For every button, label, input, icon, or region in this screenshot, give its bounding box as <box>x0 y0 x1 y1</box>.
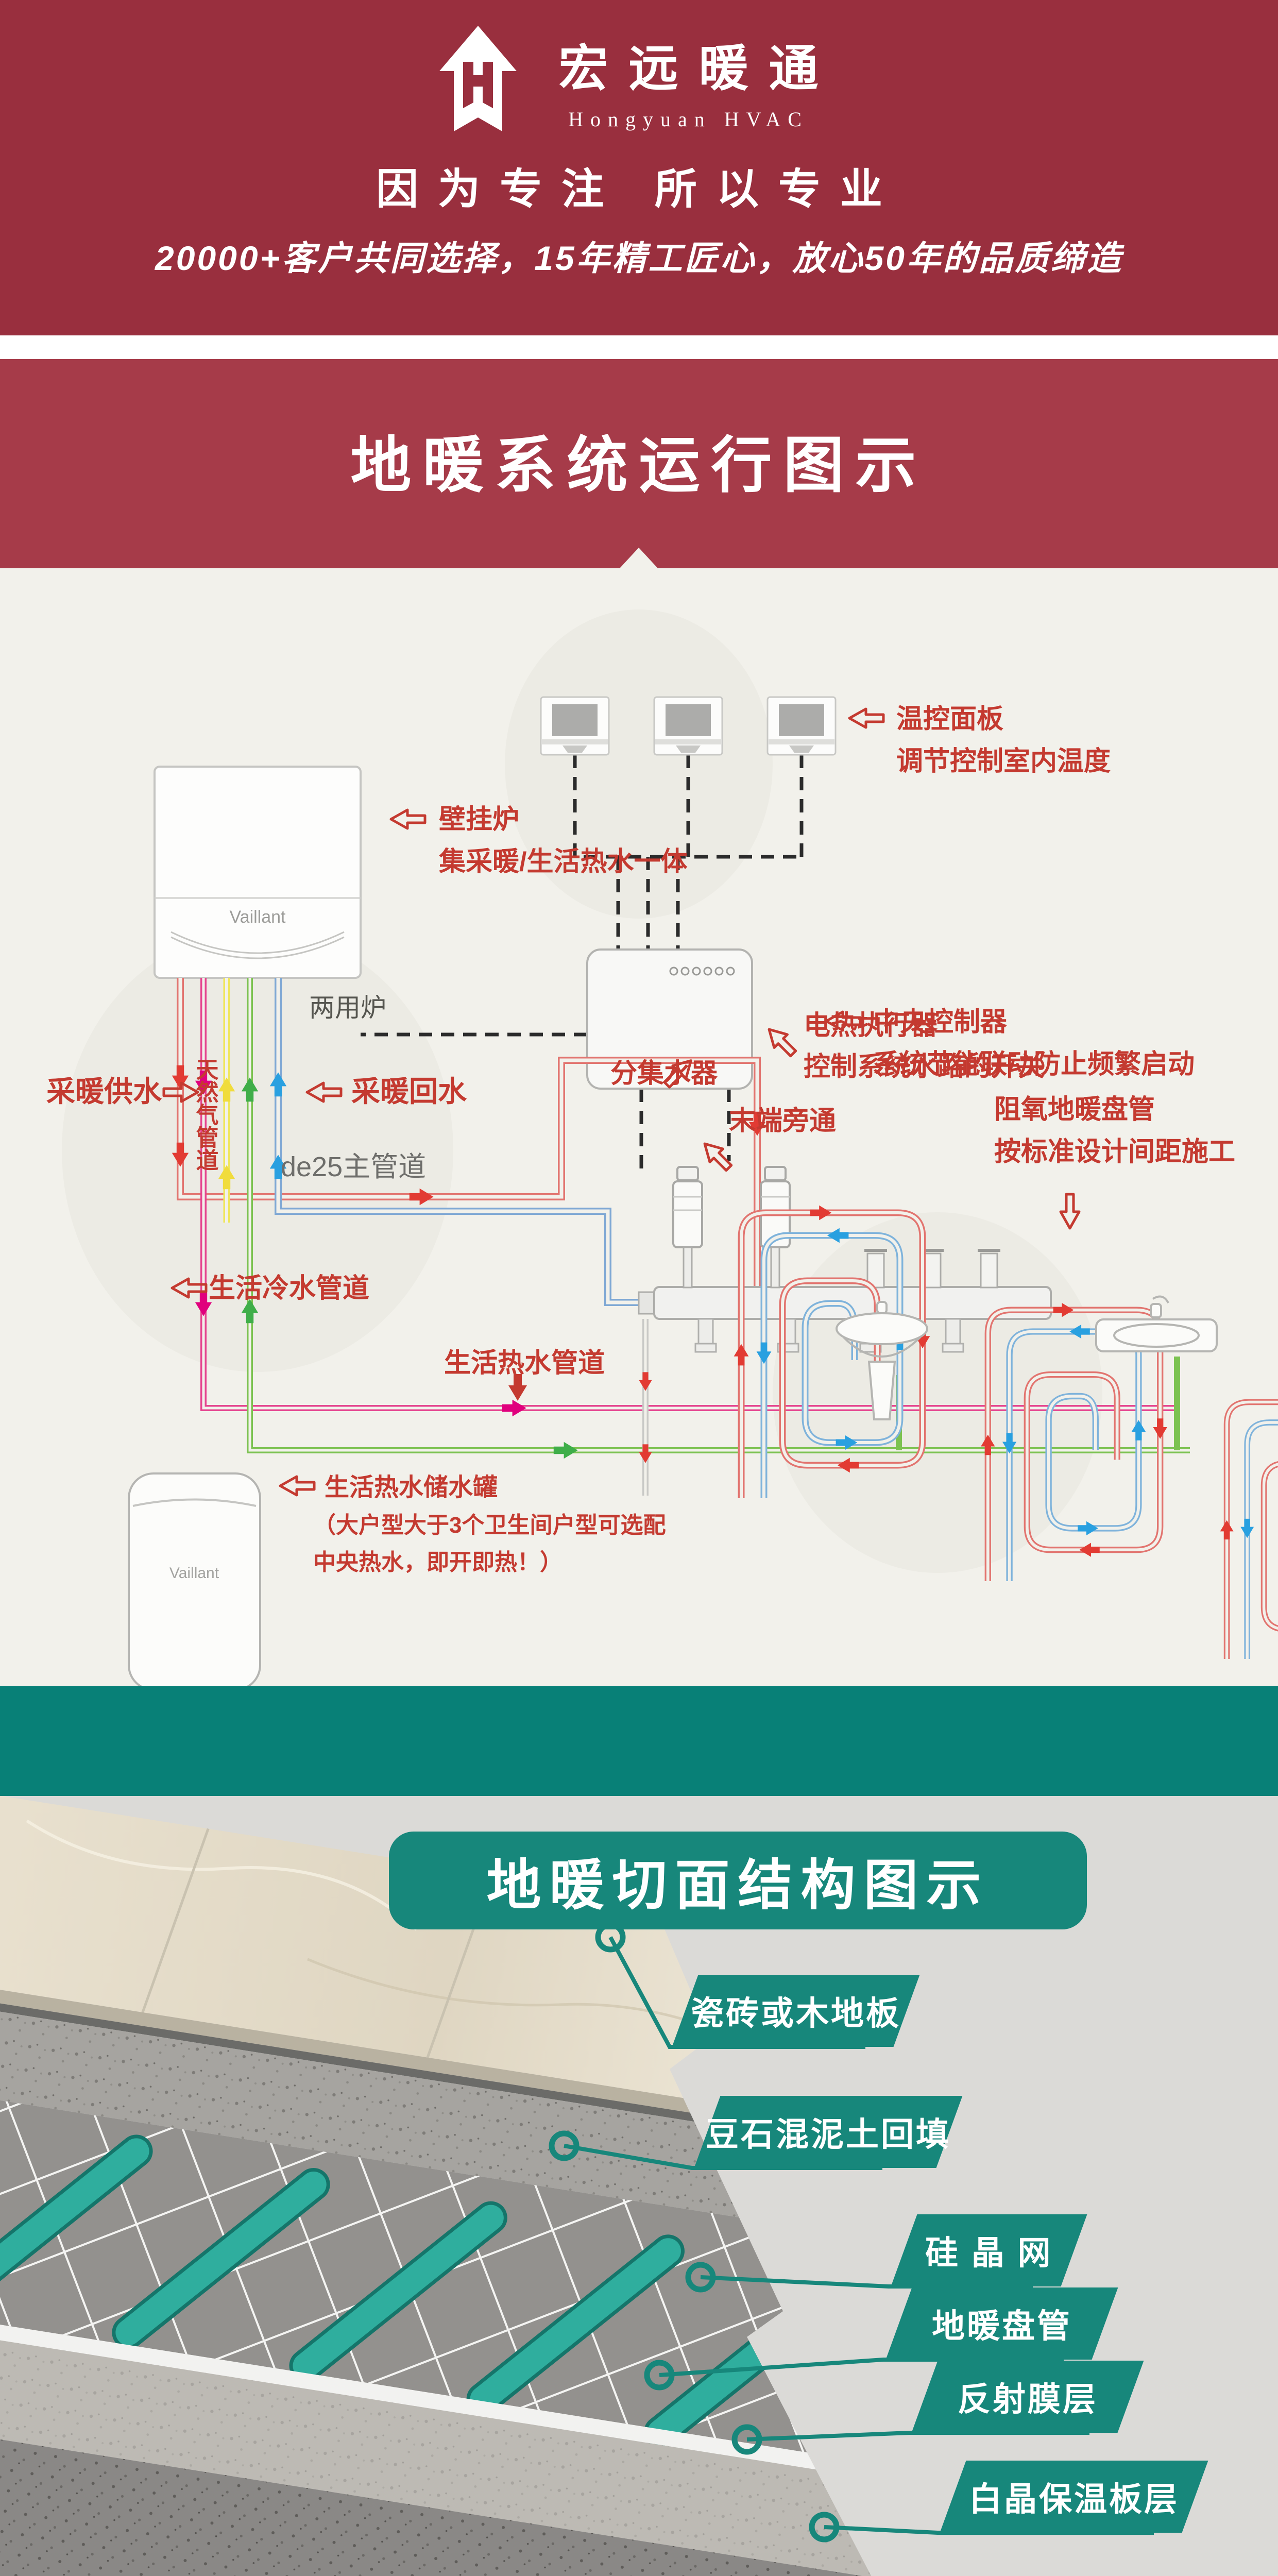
label-main-pipe: de25主管道 <box>281 1151 426 1182</box>
label-heating-return: 采暖回水 <box>351 1075 467 1108</box>
pipe-arrows <box>172 1065 766 1463</box>
label-actuator: 电热执行器 <box>804 1011 938 1041</box>
watermark-blob <box>62 929 453 1372</box>
logo: 宏远暖通 Hongyuan HVAC <box>0 21 1278 139</box>
central-controller <box>586 948 753 1090</box>
layer-label-concrete: 豆石混泥土回填 <box>694 2096 963 2168</box>
boiler-brand: Vaillant <box>230 907 286 927</box>
label-thermostat: 温控面板 <box>896 704 1003 734</box>
label-gas-pipe: 天然气管道 <box>193 1058 219 1171</box>
band-notch <box>620 548 658 568</box>
hot-water-tank: Vaillant <box>128 1472 261 1686</box>
cross-section: 地暖切面结构图示 瓷砖或木地板 豆石混泥土回填 硅 晶 网 地暖盘管 反射膜层 … <box>0 1796 1278 2576</box>
electric-wires <box>361 755 804 1174</box>
svg-text:控制系统水路的开关: 控制系统水路的开关 <box>804 1052 1045 1082</box>
leader-lines <box>564 1936 1154 2535</box>
run-diagram-band: 地暖系统运行图示 <box>0 359 1278 568</box>
layer-label-mesh: 硅 晶 网 <box>891 2214 1087 2286</box>
label-boiler: 壁挂炉 <box>439 805 519 835</box>
svg-text:调节控制室内温度: 调节控制室内温度 <box>896 747 1111 776</box>
brand-name-en: Hongyuan HVAC <box>568 108 809 131</box>
tank-brand: Vaillant <box>169 1565 219 1582</box>
svg-text:按标准设计间距施工: 按标准设计间距施工 <box>994 1137 1235 1167</box>
floor-layers-graphic <box>0 1796 1154 2576</box>
counter-sink <box>1095 1295 1218 1352</box>
svg-text:系统节能联动防止频繁启动: 系统节能联动防止频繁启动 <box>873 1049 1195 1079</box>
label-dual-boiler: 两用炉 <box>309 993 386 1022</box>
brand-name-cn: 宏远暖通 <box>558 41 839 96</box>
layer-label-insulation: 白晶保温板层 <box>940 2461 1208 2533</box>
label-controller: 中央控制器 <box>873 1007 1008 1037</box>
thermostat-panel <box>540 696 610 756</box>
white-divider <box>0 335 1278 359</box>
svg-text:集采暖/生活热水一体: 集采暖/生活热水一体 <box>438 847 687 877</box>
thermostat-panel <box>653 696 723 756</box>
label-manifold: 分集水器 <box>610 1059 718 1089</box>
label-coil: 阻氧地暖盘管 <box>994 1095 1155 1125</box>
label-heating-supply: 采暖供水 <box>46 1075 162 1108</box>
washbasin <box>836 1301 928 1420</box>
teal-divider <box>0 1686 1278 1796</box>
layer-label-coil: 地暖盘管 <box>885 2287 1118 2360</box>
wall-boiler: Vaillant <box>154 766 362 979</box>
system-diagram: Vaillant <box>46 696 1278 1686</box>
run-diagram-title: 地暖系统运行图示 <box>350 432 928 500</box>
svg-text:中央热水，即开即热！）: 中央热水，即开即热！） <box>313 1550 563 1575</box>
layer-label-tile: 瓷砖或木地板 <box>672 1975 920 2047</box>
header-slogan: 因为专注 所以专业 <box>376 166 902 213</box>
watermark-blob <box>505 609 773 919</box>
diagram-labels: 温控面板 调节控制室内温度 中央控制器 系统节能联动防止频繁启动 壁挂炉 集采暖… <box>46 704 1235 1575</box>
svg-text:（大户型大于3个卫生间户型可选配: （大户型大于3个卫生间户型可选配 <box>313 1513 666 1538</box>
logo-house-icon <box>439 26 517 134</box>
label-hot-water: 生活热水管道 <box>444 1348 605 1378</box>
label-cold-water: 生活冷水管道 <box>209 1274 369 1303</box>
cross-section-title: 地暖切面结构图示 <box>389 1832 1087 1929</box>
label-tank: 生活热水储水罐 <box>325 1474 498 1501</box>
system-diagram-section: Vaillant <box>0 568 1278 2213</box>
label-bypass: 末端旁通 <box>729 1106 836 1136</box>
header-tagline: 20000+客户共同选择，15年精工匠心，放心50年的品质缔造 <box>155 239 1123 277</box>
thermostat-panel <box>766 696 837 756</box>
layer-label-film: 反射膜层 <box>911 2361 1144 2433</box>
heating-coil <box>1220 1395 1278 1659</box>
gray-labels: de25主管道 两用炉 <box>281 993 426 1182</box>
header: 宏远暖通 Hongyuan HVAC 因为专注 所以专业 20000+客户共同选… <box>0 0 1278 335</box>
